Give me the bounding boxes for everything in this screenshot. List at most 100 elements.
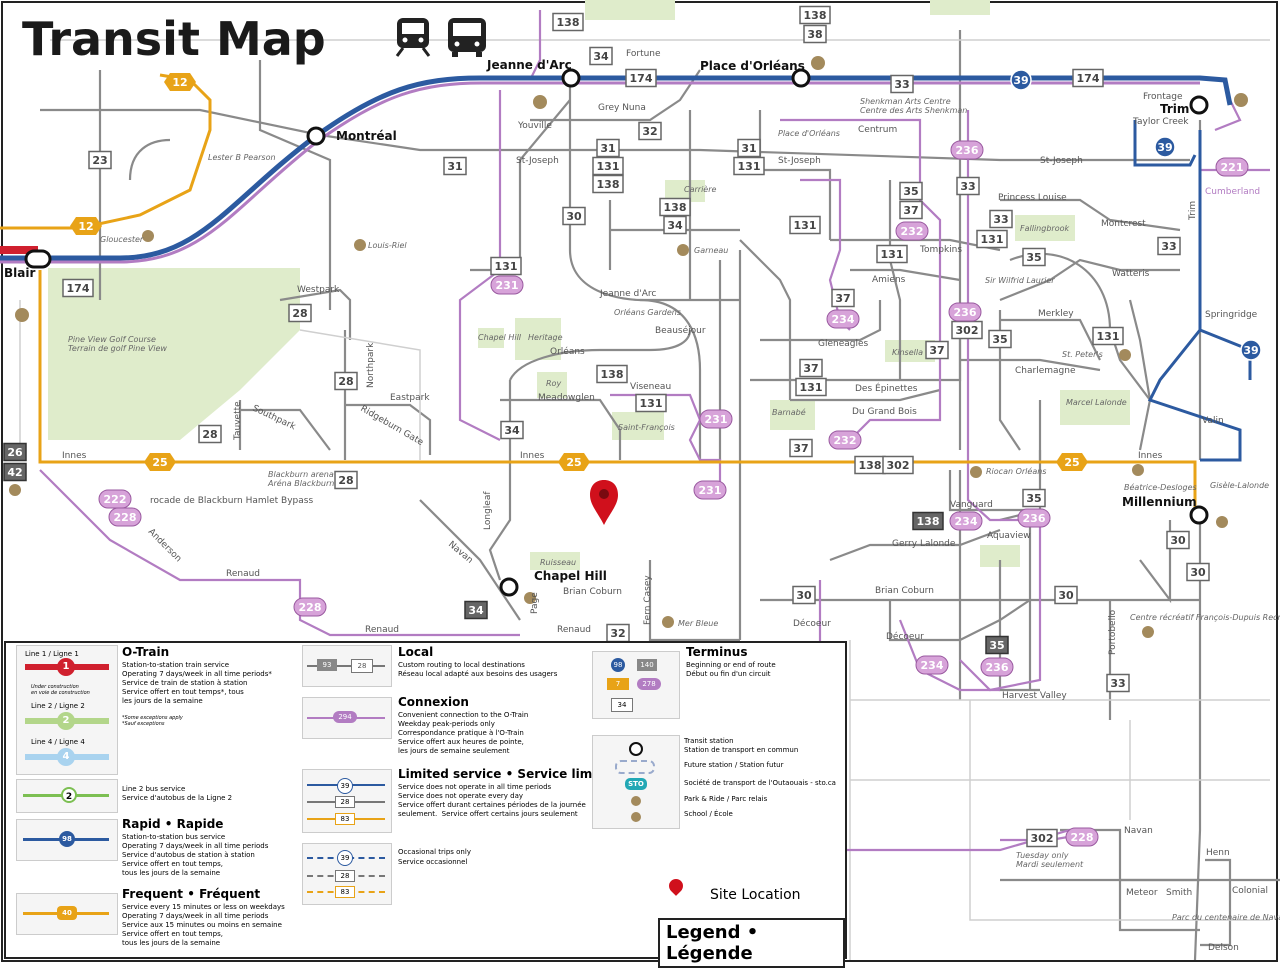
route-badge-138[interactable]: 138	[592, 174, 624, 194]
route-badge-30[interactable]: 30	[562, 206, 586, 226]
station-place-orleans[interactable]	[791, 68, 811, 88]
connexion-badge-234[interactable]: 234	[915, 655, 949, 675]
connexion-badge-234[interactable]: 234	[949, 511, 983, 531]
route-badge-37[interactable]: 37	[799, 358, 823, 378]
route-badge-138[interactable]: 138	[659, 197, 691, 217]
route-badge-174[interactable]: 174	[625, 68, 657, 88]
route-badge-302[interactable]: 302	[1026, 828, 1058, 848]
route-badge-35[interactable]: 35	[1022, 488, 1046, 508]
route-badge-33[interactable]: 33	[1157, 236, 1181, 256]
route-badge-30[interactable]: 30	[1054, 585, 1078, 605]
route-badge-label: 37	[803, 362, 818, 375]
route-badge-37[interactable]: 37	[899, 200, 923, 220]
rapid-badge-39[interactable]: 39	[1154, 136, 1176, 158]
route-badge-38[interactable]: 38	[803, 24, 827, 44]
connexion-badge-222[interactable]: 222	[98, 489, 132, 509]
connexion-badge-236[interactable]: 236	[980, 657, 1014, 677]
site-location-marker[interactable]	[590, 480, 618, 525]
route-badge-131[interactable]: 131	[1092, 326, 1124, 346]
poi-tuesday-only-label: Tuesday only	[1016, 851, 1069, 860]
route-badge-37[interactable]: 37	[831, 288, 855, 308]
route-badge-33[interactable]: 33	[956, 176, 980, 196]
route-badge-26[interactable]: 26	[3, 442, 27, 462]
route-badge-28[interactable]: 28	[198, 424, 222, 444]
route-badge-31[interactable]: 31	[737, 138, 761, 158]
route-badge-131[interactable]: 131	[490, 256, 522, 276]
route-badge-131[interactable]: 131	[976, 229, 1008, 249]
route-badge-33[interactable]: 33	[1106, 673, 1130, 693]
frequent-badge-12[interactable]: 12	[164, 73, 196, 91]
connexion-badge-232[interactable]: 232	[895, 221, 929, 241]
route-badge-37[interactable]: 37	[925, 340, 949, 360]
route-badge-138[interactable]: 138	[799, 5, 831, 25]
route-badge-30[interactable]: 30	[1186, 562, 1210, 582]
route-badge-138[interactable]: 138	[596, 364, 628, 384]
connexion-badge-236[interactable]: 236	[948, 302, 982, 322]
street-orleans: Orléans	[550, 346, 585, 357]
connexion-badge-236[interactable]: 236	[1017, 508, 1051, 528]
frequent-badge-25[interactable]: 25	[1056, 453, 1088, 471]
connexion-badge-221[interactable]: 221	[1215, 157, 1249, 177]
frequent-badge-12[interactable]: 12	[70, 217, 102, 235]
route-badge-28[interactable]: 28	[334, 371, 358, 391]
station-montreal[interactable]	[306, 126, 326, 146]
frequent-badge-25[interactable]: 25	[558, 453, 590, 471]
route-badge-34[interactable]: 34	[500, 420, 524, 440]
connexion-badge-228[interactable]: 228	[293, 597, 327, 617]
route-badge-174[interactable]: 174	[1072, 68, 1104, 88]
station-chapel-hill[interactable]	[499, 577, 519, 597]
connexion-badge-228[interactable]: 228	[108, 507, 142, 527]
route-badge-23[interactable]: 23	[88, 150, 112, 170]
connexion-badge-234[interactable]: 234	[826, 309, 860, 329]
route-badge-37[interactable]: 37	[789, 438, 813, 458]
route-badge-302[interactable]: 302	[882, 455, 914, 475]
route-badge-32[interactable]: 32	[606, 623, 630, 643]
route-badge-31[interactable]: 31	[596, 138, 620, 158]
route-badge-32[interactable]: 32	[638, 121, 662, 141]
route-badge-35[interactable]: 35	[985, 635, 1009, 655]
route-badge-28[interactable]: 28	[334, 470, 358, 490]
route-badge-174[interactable]: 174	[62, 278, 94, 298]
road-sunview	[739, 239, 792, 400]
route-badge-42[interactable]: 42	[3, 462, 27, 482]
connexion-badge-231[interactable]: 231	[699, 409, 733, 429]
route-badge-34[interactable]: 34	[589, 46, 613, 66]
route-badge-30[interactable]: 30	[1166, 530, 1190, 550]
route-badge-34[interactable]: 34	[464, 600, 488, 620]
route-badge-131[interactable]: 131	[876, 244, 908, 264]
route-badge-131[interactable]: 131	[789, 215, 821, 235]
route-badge-131[interactable]: 131	[592, 156, 624, 176]
route-badge-302[interactable]: 302	[951, 320, 983, 340]
connexion-badge-231[interactable]: 231	[693, 480, 727, 500]
frequent-badge-25[interactable]: 25	[144, 453, 176, 471]
connexion-badge-232[interactable]: 232	[828, 430, 862, 450]
connexion-badge-228[interactable]: 228	[1065, 827, 1099, 847]
connexion-badge-231[interactable]: 231	[490, 275, 524, 295]
route-badge-138[interactable]: 138	[912, 511, 944, 531]
route-badge-35[interactable]: 35	[988, 329, 1012, 349]
route-badge-138[interactable]: 138	[854, 455, 886, 475]
rapid-badge-39[interactable]: 39	[1240, 339, 1262, 361]
route-badge-28[interactable]: 28	[288, 303, 312, 323]
station-jeanne-darc[interactable]	[561, 68, 581, 88]
connexion-badge-236[interactable]: 236	[950, 140, 984, 160]
ruisseau-park	[530, 552, 580, 570]
station-blair[interactable]	[24, 249, 52, 269]
route-badge-138[interactable]: 138	[552, 12, 584, 32]
route-badge-131[interactable]: 131	[795, 377, 827, 397]
route-badge-label: 31	[741, 142, 756, 155]
route-badge-34[interactable]: 34	[663, 215, 687, 235]
route-badge-35[interactable]: 35	[1022, 247, 1046, 267]
route-badge-31[interactable]: 31	[443, 156, 467, 176]
station-trim[interactable]	[1189, 95, 1209, 115]
route-badge-35[interactable]: 35	[899, 181, 923, 201]
street-northpark: Northpark	[366, 342, 376, 388]
route-badge-131[interactable]: 131	[733, 156, 765, 176]
station-millennium[interactable]	[1189, 505, 1209, 525]
route-badge-33[interactable]: 33	[989, 209, 1013, 229]
route-badge-33[interactable]: 33	[890, 74, 914, 94]
route-badge-30[interactable]: 30	[792, 585, 816, 605]
rapid-badge-39[interactable]: 39	[1010, 69, 1032, 91]
route-badge-131[interactable]: 131	[635, 393, 667, 413]
